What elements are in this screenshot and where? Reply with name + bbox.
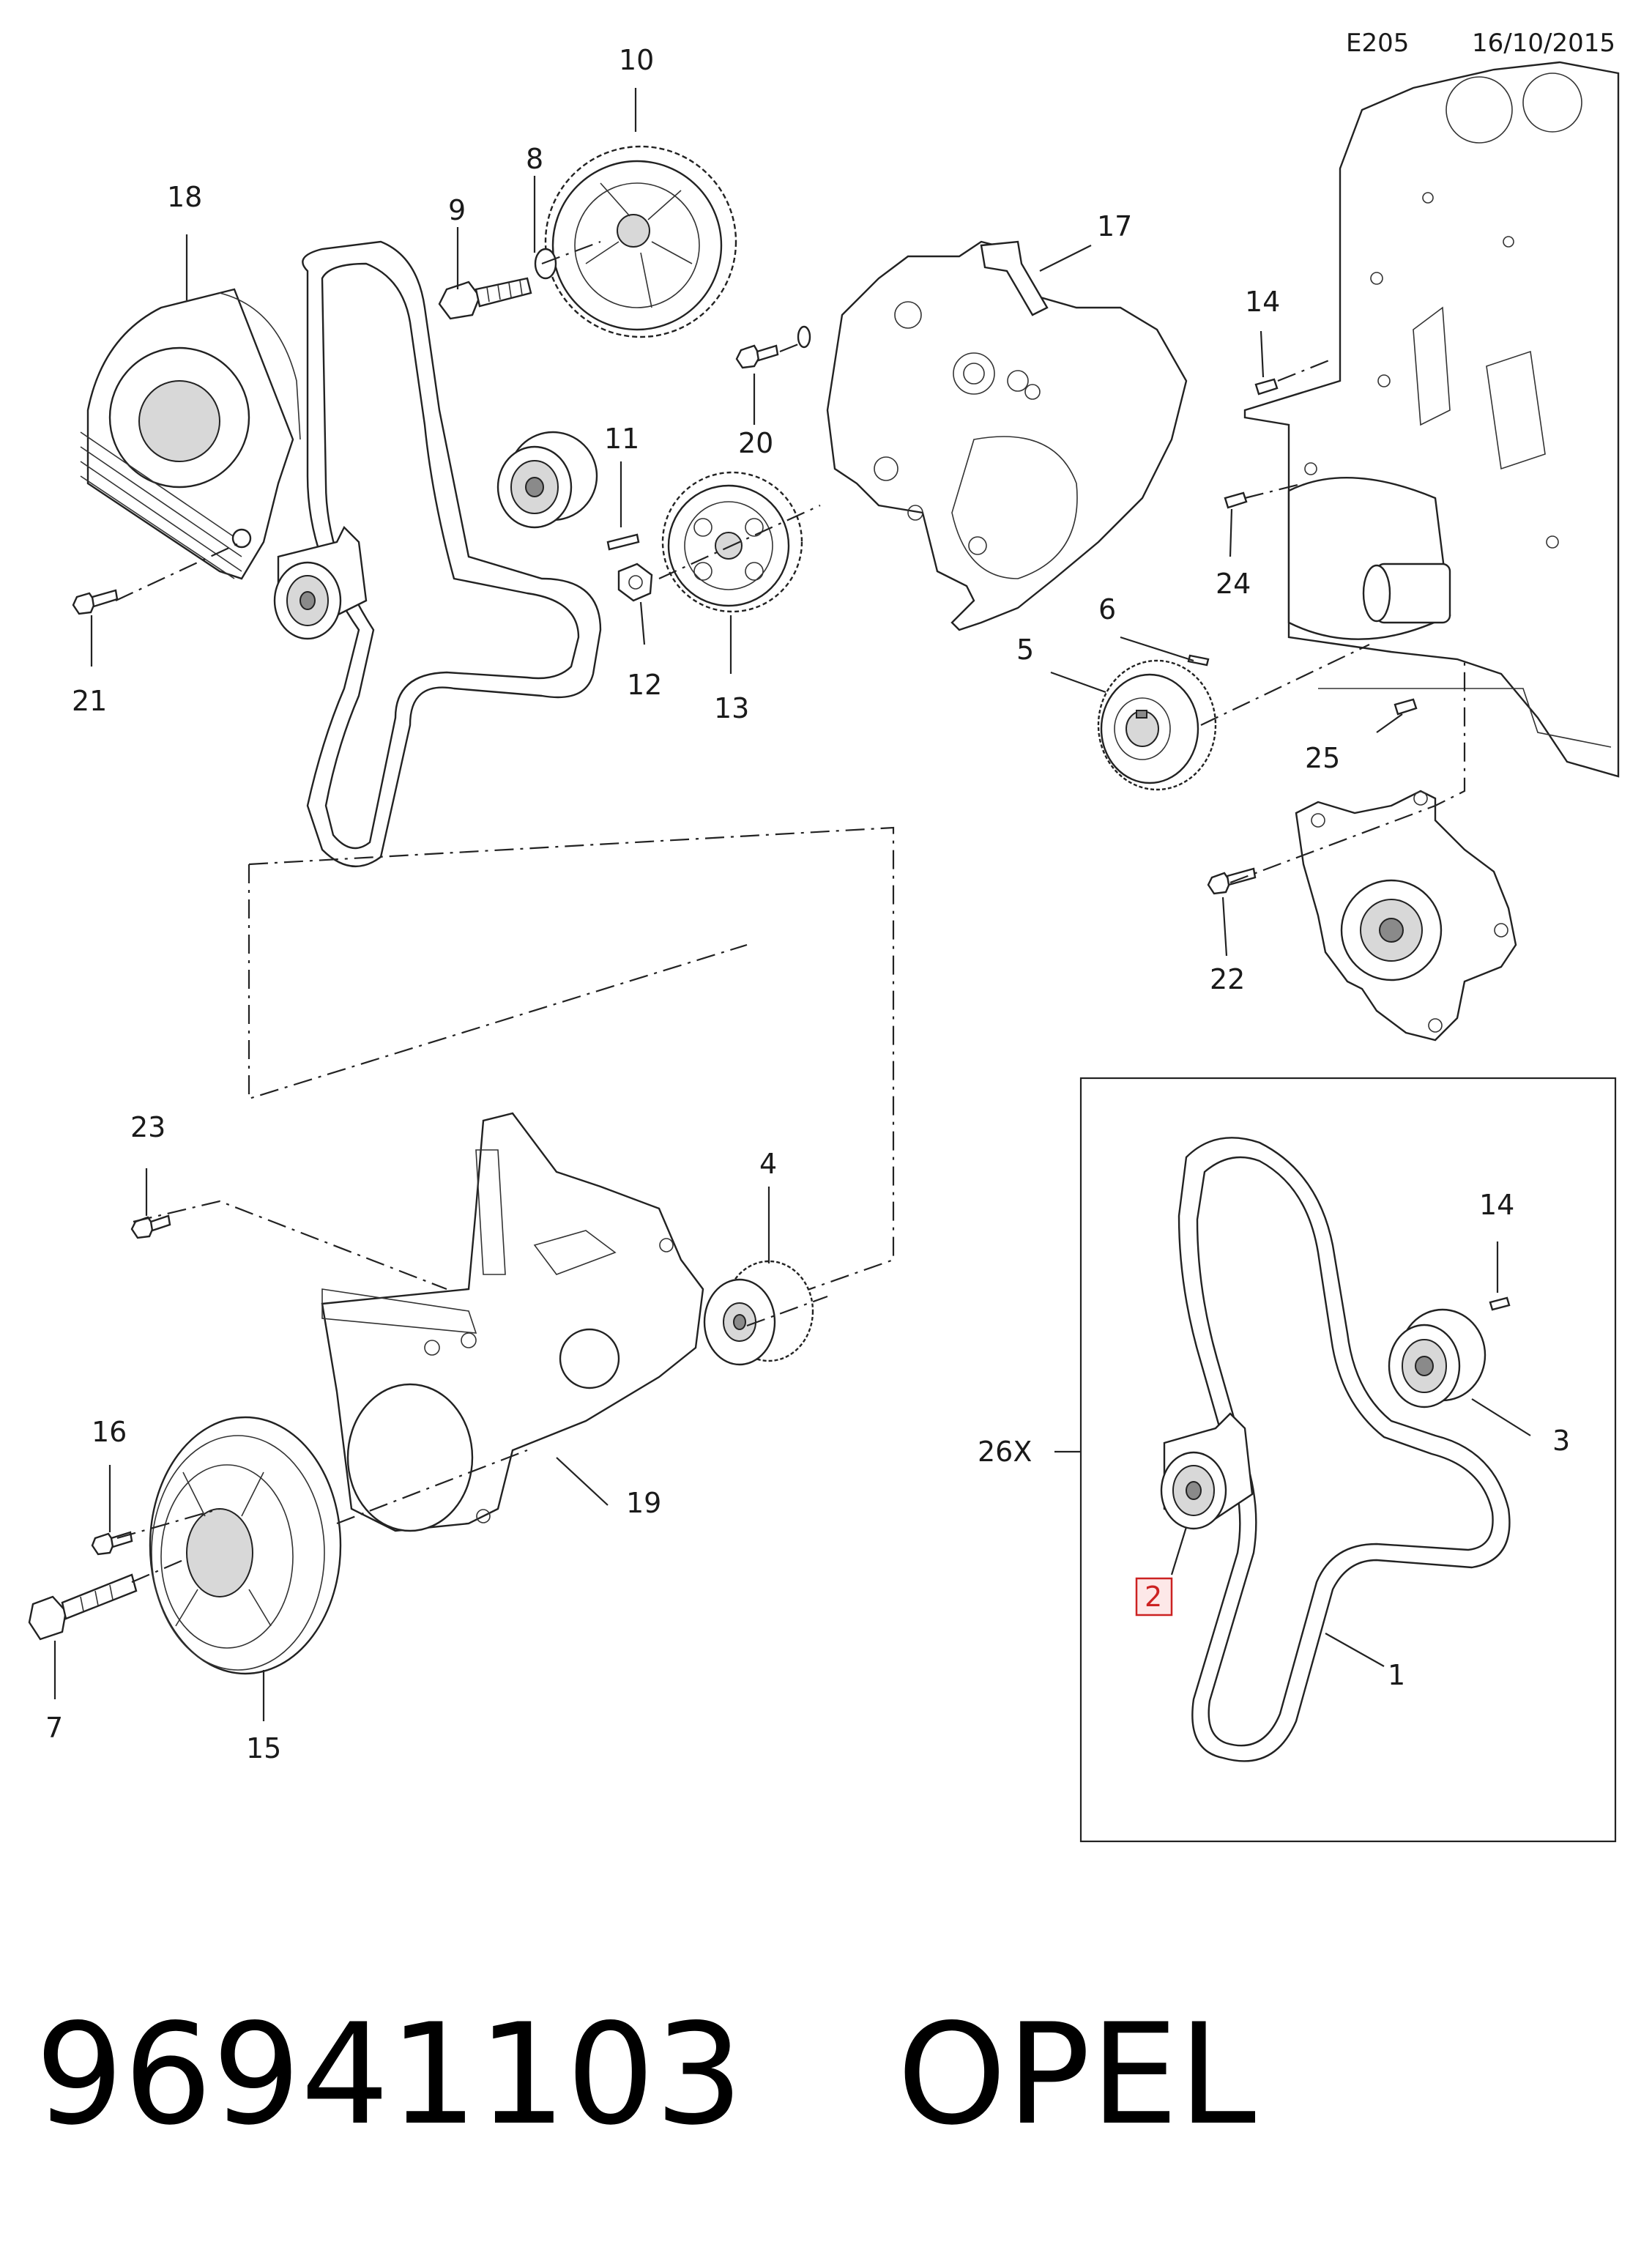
callout-25: 25 [1305, 742, 1340, 774]
callout-23: 23 [130, 1111, 165, 1143]
callout-16: 16 [92, 1416, 127, 1448]
callout-labels: 10 8 9 18 17 14 20 11 24 6 5 21 12 13 25… [45, 44, 1340, 1764]
upper-timing-cover [80, 288, 301, 580]
injection-pump-sprocket [661, 471, 803, 613]
callout-6: 6 [1098, 593, 1116, 626]
rear-timing-cover [826, 240, 1188, 631]
camshaft-sprocket [544, 145, 737, 338]
callout-20: 20 [738, 427, 773, 459]
camshaft-bolt [438, 277, 532, 320]
callout-19: 19 [626, 1487, 661, 1519]
lower-timing-cover [321, 1112, 704, 1532]
callout-15: 15 [246, 1732, 281, 1764]
kit-tensioner [1160, 1412, 1254, 1530]
callout-14-kit: 14 [1479, 1189, 1514, 1221]
bolt-22 [1207, 867, 1257, 895]
dowel-24 [1224, 491, 1248, 509]
callout-7: 7 [45, 1712, 63, 1744]
idler-pulley-upper [496, 431, 598, 529]
callout-13: 13 [714, 692, 749, 724]
diagram-code: E205 [1346, 29, 1409, 58]
water-pump [1295, 790, 1517, 1042]
crankshaft-sprocket [703, 1260, 814, 1366]
callout-4: 4 [759, 1148, 777, 1180]
tensioner-upper [273, 525, 368, 640]
bolt-16 [91, 1531, 133, 1556]
callout-18: 18 [167, 181, 202, 213]
callout-24: 24 [1216, 568, 1251, 600]
crankshaft-pulley [149, 1416, 342, 1675]
brand-name: OPEL [897, 1994, 1256, 2156]
callout-9: 9 [448, 194, 466, 226]
callout-21: 21 [72, 685, 107, 717]
bolt-21 [72, 589, 119, 615]
kit-idler-pulley [1388, 1308, 1487, 1408]
dowel-14 [1254, 378, 1279, 396]
key-pin [606, 533, 640, 551]
kit-dowel [1489, 1296, 1511, 1311]
callout-22: 22 [1210, 963, 1245, 995]
assembly-link-line [248, 826, 895, 1313]
callout-12: 12 [627, 669, 662, 701]
callout-5: 5 [1016, 634, 1034, 666]
callout-8: 8 [526, 143, 543, 175]
callout-26x: 26X [978, 1436, 1032, 1468]
washer [534, 248, 557, 280]
bolt-23 [130, 1214, 171, 1239]
engine-block [1243, 61, 1620, 778]
diagram-date: 16/10/2015 [1472, 29, 1615, 58]
callout-10: 10 [619, 44, 654, 76]
kit-inset-frame [1079, 1077, 1617, 1843]
callout-17: 17 [1097, 210, 1132, 242]
leader-lines [53, 88, 1466, 1721]
crankshaft-gear [1097, 659, 1217, 791]
hex-nut [617, 563, 653, 602]
kit-inset: 26X 14 3 1 2 [978, 1077, 1617, 1843]
callout-3: 3 [1552, 1425, 1570, 1457]
washer-20 [797, 325, 811, 349]
pulley-bolt [28, 1573, 138, 1641]
bolt-20 [735, 344, 779, 369]
callout-11: 11 [604, 423, 639, 455]
callout-14: 14 [1245, 286, 1280, 318]
dowel-25 [1394, 698, 1418, 716]
part-number: 96941103 [35, 1994, 743, 2156]
highlight-box-2 [1135, 1577, 1173, 1617]
timing-belt-upper [302, 240, 602, 867]
callout-1: 1 [1388, 1659, 1405, 1691]
callout-2: 2 [1145, 1581, 1162, 1613]
